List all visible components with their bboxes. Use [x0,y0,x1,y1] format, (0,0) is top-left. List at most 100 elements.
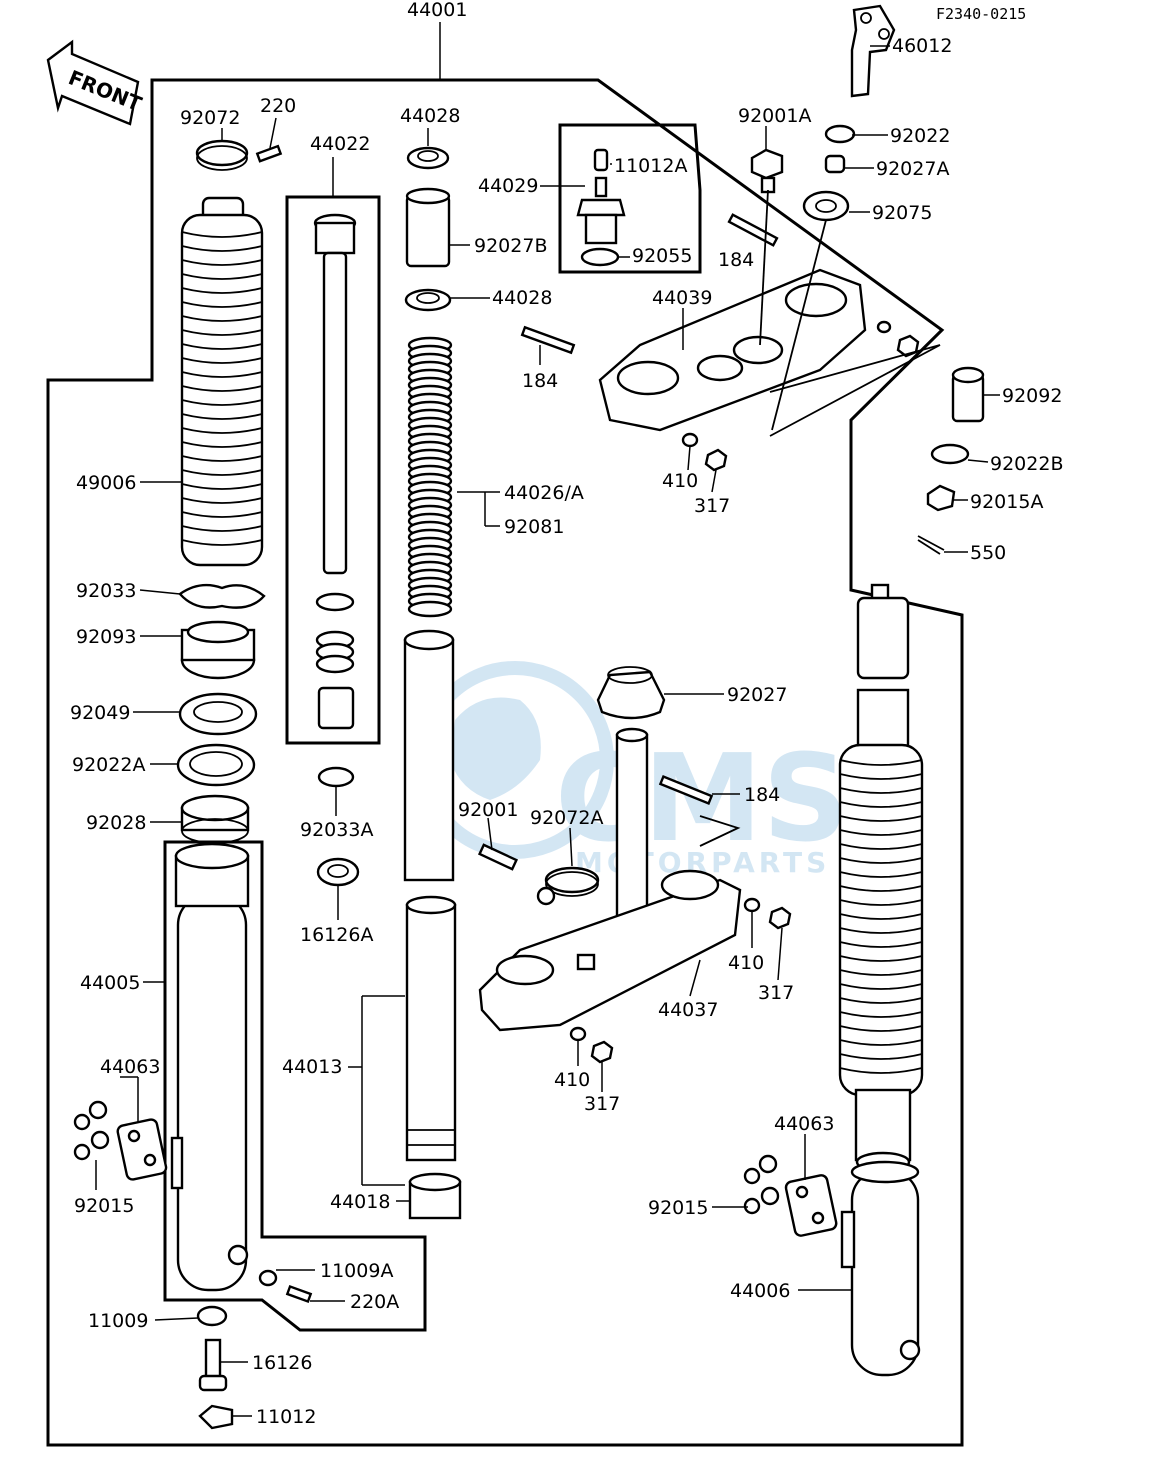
boot-pleat [181,539,263,546]
fork-right-top [856,583,910,772]
washer-92022A [176,743,256,787]
bolt-184-top [727,213,779,247]
boot-pleat [181,343,263,350]
label-11009A: 11009A [320,1260,393,1282]
boot-pleat [839,997,923,1004]
label-220A: 220A [350,1291,399,1313]
boot-pleat [181,441,263,448]
front-arrow-icon: FRONT [46,39,145,126]
label-44022: 44022 [310,133,370,155]
nut-92015A [926,484,956,512]
label-92015A: 92015A [970,491,1043,513]
label-92081: 92081 [504,516,564,538]
boot-pleat [181,455,263,462]
label-92072A: 92072A [530,807,603,829]
spring-44022-small [315,630,355,674]
boot-pleat [181,315,263,322]
label-92033: 92033 [76,580,136,602]
boot-pleat [839,801,923,808]
label-410-top: 410 [662,470,698,492]
boot-pleat [839,885,923,892]
plug-11012 [198,1404,234,1430]
connector-stem-a [699,815,741,847]
part-labels: 44001 46012 92072 220 44022 44028 44029 … [70,0,1063,1428]
label-317-low: 317 [584,1093,620,1115]
collar-92092 [951,366,985,423]
steering-stem-44037 [478,727,742,1032]
boot-pleat [181,525,263,532]
boot-pleat [839,857,923,864]
seat-44028-top [406,146,450,170]
seal-92049 [178,692,258,736]
label-49006: 49006 [76,472,136,494]
label-92027: 92027 [727,684,787,706]
label-44005: 44005 [80,972,140,994]
label-92092: 92092 [1002,385,1062,407]
washer-410-top [681,432,699,448]
label-220: 220 [260,95,296,117]
bushing-44018 [408,1172,462,1220]
bolt-184-mid [658,774,714,806]
nut-92027A [824,154,846,174]
nuts-92015-right [743,1154,780,1215]
nut-317-top [704,448,728,472]
boot-pleat [839,1025,923,1032]
boot-pleat [181,371,263,378]
washer-11009A [258,1269,278,1287]
box-44029 [558,123,702,274]
label-92001A: 92001A [738,105,811,127]
fork-right-lower [854,1088,912,1173]
boot-pleat [181,329,263,336]
label-44006: 44006 [730,1280,790,1302]
boot-pleat [181,273,263,280]
boot-pleat [181,245,263,252]
label-92022: 92022 [890,125,950,147]
label-44039: 44039 [652,287,712,309]
boot-pleat [181,497,263,504]
label-44063-right: 44063 [774,1113,834,1135]
label-44013: 44013 [282,1056,342,1078]
boot-pleat [181,469,263,476]
boot-pleat [839,1053,923,1060]
bolt-184-left [520,325,576,355]
label-184-top: 184 [718,249,754,271]
label-92015-left: 92015 [74,1195,134,1217]
washer-11009 [196,1305,228,1327]
clamp-92072 [195,139,249,171]
boot-pleat [181,287,263,294]
boot-pleat [839,899,923,906]
label-550: 550 [970,542,1006,564]
fork-boot-right [838,743,924,1097]
label-410-low: 410 [554,1069,590,1091]
label-317-mid: 317 [758,982,794,1004]
label-44026A: 44026/A [504,482,584,504]
boot-pleat [839,787,923,794]
boot-pleat [839,759,923,766]
boot-pleat [839,941,923,948]
label-92093: 92093 [76,626,136,648]
boot-pleat [181,357,263,364]
seat-44028-bottom [404,288,452,312]
label-44029: 44029 [478,175,538,197]
upper-bracket-44039 [598,189,867,432]
label-184-mid: 184 [744,784,780,806]
label-92022B: 92022B [990,453,1063,475]
boot-pleat [839,815,923,822]
ring-92033A [317,766,355,788]
label-16126: 16126 [252,1352,312,1374]
boot-pleat [181,231,263,238]
cap-44063-left [116,1118,168,1181]
label-92001: 92001 [458,799,518,821]
label-44037: 44037 [658,999,718,1021]
label-44018: 44018 [330,1191,390,1213]
washer-410-mid [743,897,761,913]
cap-44063-right [784,1174,838,1237]
connector-bracket [769,344,941,437]
piece-44022 [317,686,355,730]
ring-92033 [178,583,266,609]
spring-coil [407,600,453,618]
ring-44022 [315,592,355,612]
nut-317-low [590,1040,614,1064]
label-317-top: 317 [694,495,730,517]
